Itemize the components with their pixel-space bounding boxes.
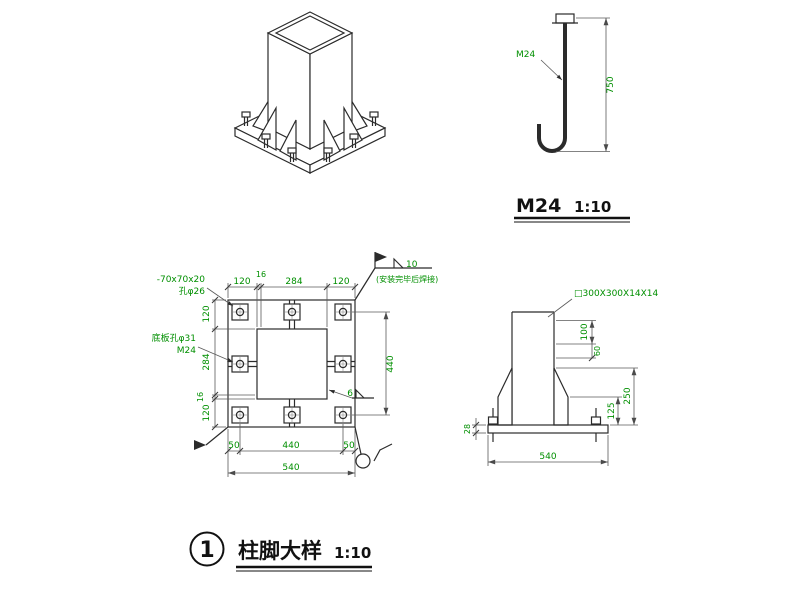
plan-dim-top: 120 16 284 120: [224, 270, 359, 327]
washer-plate-label: -70x70x20: [157, 275, 206, 285]
anchor-bolt-plan: [231, 406, 249, 424]
elev-stiffener-right: [553, 367, 569, 426]
weld-tail-icon: [373, 443, 393, 462]
field-weld-flag-icon: [375, 252, 387, 262]
plan-ann-base-hole: 底板孔φ31 M24: [152, 332, 234, 363]
elev-anchor-bolt-left: [487, 408, 499, 442]
weld-note: (安装完毕后焊接): [376, 274, 438, 284]
elev-dim-28: 28: [463, 418, 486, 440]
elevation-view: □300X300X14X14 100 60 125 250: [463, 289, 659, 466]
dim-bottom-540: 540: [282, 463, 299, 473]
weld-size-10: 10: [406, 260, 418, 270]
plan-dim-bottom: 50 440 50 540: [224, 424, 359, 477]
isometric-view: [233, 11, 387, 174]
dim-60: 60: [593, 346, 602, 356]
column-size-label: □300X300X14X14: [574, 289, 659, 299]
dim-750: 750: [606, 76, 616, 93]
elev-dim-125-250: 125 250: [556, 367, 638, 426]
plan-weld-6: 6: [328, 388, 374, 399]
plan-view: 120 16 284 120 120 284 16 120: [152, 252, 438, 477]
iso-column-top-outer: [266, 11, 354, 55]
drawing-scale: 1:10: [334, 544, 371, 562]
washer-hole-label: 孔φ26: [179, 286, 206, 297]
plan-anchor-bolts: [231, 303, 352, 424]
base-bolt-label: M24: [177, 346, 196, 356]
dim-250: 250: [623, 387, 633, 404]
dim-28: 28: [463, 424, 472, 434]
fillet-weld-icon: [393, 257, 405, 269]
dim-top-120a: 120: [233, 277, 250, 287]
dim-bottom-50R: 50: [343, 441, 355, 451]
anchor-bolt-plan: [231, 355, 249, 373]
anchor-bolt-plan: [334, 406, 352, 424]
iso-column-top-inner: [274, 15, 346, 51]
iso-anchor-bolts: [241, 111, 379, 162]
dim-top-284: 284: [285, 277, 302, 287]
field-weld-flag-icon: [194, 440, 206, 450]
dim-125: 125: [607, 402, 617, 419]
plan-dim-left: 120 284 16 120: [196, 296, 255, 431]
dim-bottom-50L: 50: [228, 441, 240, 451]
plan-column: [256, 328, 328, 400]
dim-left-16: 16: [196, 392, 205, 402]
weld-size-6: 6: [347, 389, 353, 399]
anchor-bolt-plan: [231, 303, 249, 321]
elev-anchor-bolt-right: [590, 408, 602, 442]
bolt-label: M24: [516, 50, 535, 60]
bolt-detail-title: M24: [516, 195, 561, 217]
plan-base-plate: [227, 299, 356, 428]
dim-top-16: 16: [256, 270, 266, 279]
dim-right-440: 440: [386, 355, 396, 372]
dim-left-120b: 120: [202, 404, 212, 421]
fillet-weld-icon: [355, 388, 366, 399]
plan-dim-right: 440: [352, 311, 396, 416]
base-hole-label: 底板孔φ31: [152, 332, 196, 344]
bolt-label-leader: [540, 59, 563, 81]
bolt-detail-scale: 1:10: [574, 198, 611, 216]
elev-dim-100-60: 100 60: [556, 320, 602, 362]
drawing-title: 柱脚大样: [238, 539, 322, 563]
plan-ann-washer: -70x70x20 孔φ26: [157, 275, 234, 307]
anchor-bolt-plan: [334, 303, 352, 321]
dim-540: 540: [539, 452, 556, 462]
plan-weld-flag-top: 10 (安装完毕后焊接): [354, 252, 438, 301]
detail-bubble: [189, 531, 225, 567]
elev-stiffener-left: [497, 367, 513, 426]
dim-100: 100: [580, 323, 590, 340]
bolt-shaft-hook: [537, 23, 567, 153]
title-block: 1 柱脚大样 1:10: [189, 531, 372, 572]
plan-weld-all-around: [354, 426, 393, 469]
weld-all-around-icon: [355, 453, 371, 469]
plan-weld-flag-bottom: [194, 426, 229, 450]
anchor-bolt-plan: [283, 303, 301, 321]
bolt-nut: [555, 13, 575, 24]
dim-left-120a: 120: [202, 305, 212, 322]
anchor-bolt-detail: M24 750 M24 1:10: [514, 13, 630, 223]
elev-base-plate: [487, 424, 609, 434]
dim-bottom-440: 440: [282, 441, 299, 451]
elev-dim-540: 540: [487, 435, 609, 466]
detail-number: 1: [199, 538, 214, 563]
anchor-bolt-plan: [334, 355, 352, 373]
dim-left-284: 284: [202, 353, 212, 370]
anchor-bolt-plan: [283, 406, 301, 424]
dim-top-120b: 120: [332, 277, 349, 287]
